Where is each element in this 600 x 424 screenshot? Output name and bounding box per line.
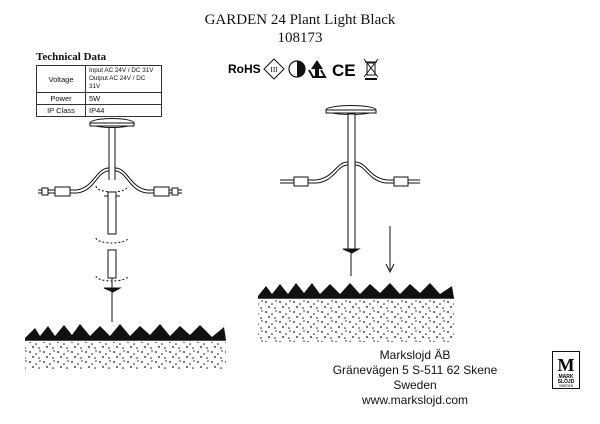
weee-bin-icon [363,58,379,80]
table-row: IP Class IP44 [36,104,162,117]
ground-spike [103,278,122,322]
ground-spike [342,248,361,276]
table-row: Power 5W [36,92,162,105]
product-title: GARDEN 24 Plant Light Black [204,12,396,28]
pole-upper [108,127,116,180]
ground-section-right [258,283,454,342]
ip-class-label: IP Class [36,104,86,117]
markslojd-logo: M MARK SLÖJD SWEDEN [552,351,580,389]
power-value: 5W [85,92,162,105]
table-row: Voltage Input AC 24V / DC 31V Output AC … [36,65,162,93]
power-label: Power [36,92,86,105]
svg-text:SLÖJD: SLÖJD [558,378,575,385]
company-name: Markslojd ÄB [379,348,451,362]
svg-text:M: M [558,355,575,375]
pole-lower [107,249,117,279]
exploded-assembly-drawing [25,118,226,370]
cable-right [354,161,420,187]
dim-icon [288,60,306,78]
ground-section-left [25,324,226,370]
pole [347,113,356,250]
svg-text:MARK: MARK [559,374,574,380]
voltage-label: Voltage [36,65,86,93]
certification-marks: RoHS III CE [228,58,379,80]
company-website: www.markslojd.com [361,393,469,407]
voltage-input: Input AC 24V / DC 31V [89,67,154,74]
company-street: Gränevägen 5 S-511 62 Skene [332,363,498,377]
push-down-arrow [385,226,395,274]
svg-text:SWEDEN: SWEDEN [559,384,574,388]
svg-text:CE: CE [332,61,356,80]
recycle-icon [308,60,327,78]
ip-class-value: IP44 [85,104,162,117]
cable-right [114,167,182,197]
cable-left [280,161,349,187]
voltage-value: Input AC 24V / DC 31V Output AC 24V / DC… [85,65,162,93]
class-iii-icon: III [263,58,285,80]
voltage-output: Output AC 24V / DC 31V [89,75,146,90]
company-country: Sweden [393,378,437,392]
product-code: 108173 [277,30,323,46]
svg-text:III: III [271,66,279,74]
installed-light-drawing [258,105,454,342]
technical-data-heading: Technical Data [36,51,107,63]
rohs-icon: RoHS [228,62,261,76]
pole-middle [107,191,117,235]
cable-left [38,167,110,197]
svg-text:RoHS: RoHS [228,62,261,76]
technical-data-table: Voltage Input AC 24V / DC 31V Output AC … [36,65,162,117]
ce-icon: CE [332,61,356,80]
